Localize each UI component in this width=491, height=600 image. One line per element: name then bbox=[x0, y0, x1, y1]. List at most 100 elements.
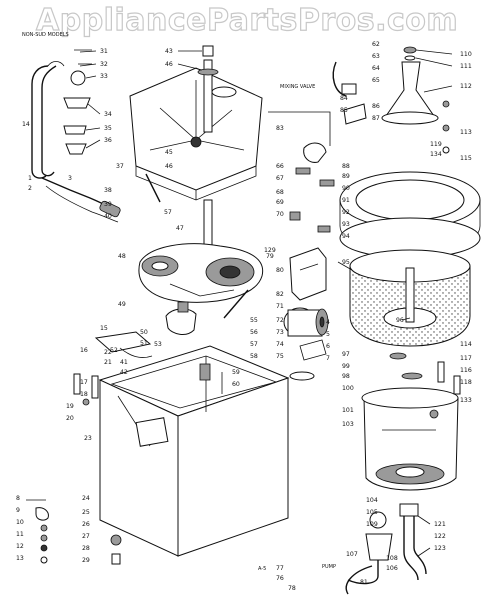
part-label-26: 26 bbox=[82, 521, 90, 528]
brace-rod bbox=[223, 289, 249, 319]
part-label-45: 45 bbox=[165, 149, 173, 156]
part-label-57-upper: 57 bbox=[164, 209, 172, 216]
note-non-sud-models: NON-SUD MODELS bbox=[22, 32, 69, 38]
part-label-82: 82 bbox=[276, 291, 284, 298]
mixing-valve-parts bbox=[268, 61, 367, 233]
part-label-72: 72 bbox=[276, 317, 284, 324]
part-label-56: 56 bbox=[250, 329, 258, 336]
part-label-117: 117 bbox=[460, 355, 472, 362]
part-label-76: 76 bbox=[276, 575, 284, 582]
part-label-43: 43 bbox=[165, 48, 173, 55]
drive-shaft-top bbox=[197, 45, 219, 133]
part-label-37: 37 bbox=[116, 163, 124, 170]
part-label-63: 63 bbox=[372, 53, 380, 60]
part-label-110: 110 bbox=[460, 51, 472, 58]
note-mixing-valve: MIXING VALVE bbox=[280, 84, 315, 90]
part-label-60: 60 bbox=[232, 381, 240, 388]
part-label-100: 100 bbox=[342, 385, 354, 392]
part-label-68: 68 bbox=[276, 189, 284, 196]
transmission bbox=[138, 199, 264, 335]
agitator bbox=[381, 46, 439, 125]
part-label-77: 77 bbox=[276, 565, 284, 572]
part-label-98: 98 bbox=[342, 373, 350, 380]
part-label-94: 94 bbox=[342, 233, 350, 240]
part-label-97: 97 bbox=[342, 351, 350, 358]
part-label-104: 104 bbox=[366, 497, 378, 504]
part-label-16: 16 bbox=[80, 347, 88, 354]
part-label-22: 22 bbox=[104, 349, 112, 356]
part-label-90: 90 bbox=[342, 185, 350, 192]
part-label-81: 81 bbox=[360, 579, 368, 586]
part-label-64: 64 bbox=[372, 65, 380, 72]
part-label-12: 12 bbox=[16, 543, 24, 550]
part-label-52: 52 bbox=[110, 347, 118, 354]
part-label-14: 14 bbox=[22, 121, 30, 128]
part-label-107: 107 bbox=[346, 551, 358, 558]
pump-assembly bbox=[345, 511, 393, 595]
part-label-122: 122 bbox=[434, 533, 446, 540]
pulley-bracket bbox=[73, 331, 153, 406]
part-label-46: 46 bbox=[165, 61, 173, 68]
part-label-6: 6 bbox=[326, 343, 330, 350]
part-label-21: 21 bbox=[104, 359, 112, 366]
part-label-85: 85 bbox=[340, 107, 348, 114]
pump-bracket bbox=[289, 247, 327, 301]
part-label-83: 83 bbox=[276, 125, 284, 132]
part-label-93: 93 bbox=[342, 221, 350, 228]
part-label-75: 75 bbox=[276, 353, 284, 360]
part-label-87: 87 bbox=[372, 115, 380, 122]
drain-hose bbox=[399, 503, 427, 581]
part-label-40: 40 bbox=[104, 213, 112, 220]
part-label-59: 59 bbox=[232, 369, 240, 376]
part-label-10: 10 bbox=[16, 519, 24, 526]
part-label-4: 4 bbox=[326, 319, 330, 326]
part-label-20: 20 bbox=[66, 415, 74, 422]
part-label-29: 29 bbox=[82, 557, 90, 564]
part-label-51: 51 bbox=[140, 340, 148, 347]
link-rod bbox=[145, 173, 161, 203]
part-number-labels: 31 32 33 14 34 35 36 1 2 3 37 38 39 57 4… bbox=[16, 41, 472, 592]
part-label-111: 111 bbox=[460, 63, 472, 70]
part-label-129: 129 bbox=[264, 247, 276, 254]
part-label-103: 103 bbox=[342, 421, 354, 428]
part-label-99: 99 bbox=[342, 363, 350, 370]
part-label-1: 1 bbox=[28, 175, 32, 182]
part-label-33: 33 bbox=[100, 73, 108, 80]
hose-assembly bbox=[31, 49, 121, 223]
part-label-116: 116 bbox=[460, 367, 472, 374]
part-label-80: 80 bbox=[276, 267, 284, 274]
watermark-text: AppliancePartsPros.com bbox=[36, 3, 458, 38]
part-label-23: 23 bbox=[84, 435, 92, 442]
outer-tub-lower bbox=[361, 387, 459, 491]
part-label-11: 11 bbox=[16, 531, 24, 538]
part-label-42: 42 bbox=[120, 369, 128, 376]
part-label-84: 84 bbox=[340, 95, 348, 102]
part-label-3: 3 bbox=[68, 175, 72, 182]
part-label-58: 58 bbox=[250, 353, 258, 360]
part-label-27: 27 bbox=[82, 533, 90, 540]
hardware-column bbox=[26, 499, 122, 565]
part-label-49: 49 bbox=[118, 301, 126, 308]
part-label-71: 71 bbox=[276, 303, 284, 310]
hardware-right bbox=[389, 100, 461, 419]
outer-tub-ring bbox=[339, 171, 481, 259]
part-label-79: 79 bbox=[266, 253, 274, 260]
part-label-57: 57 bbox=[250, 341, 258, 348]
float-ball bbox=[70, 70, 86, 86]
part-label-28: 28 bbox=[82, 545, 90, 552]
mounting-plate bbox=[129, 67, 263, 201]
part-label-92: 92 bbox=[342, 209, 350, 216]
part-label-108: 108 bbox=[386, 555, 398, 562]
part-label-112: 112 bbox=[460, 83, 472, 90]
part-label-36: 36 bbox=[104, 137, 112, 144]
part-label-74: 74 bbox=[276, 341, 284, 348]
part-label-17: 17 bbox=[80, 379, 88, 386]
leader-lines bbox=[79, 49, 453, 557]
part-label-35: 35 bbox=[104, 125, 112, 132]
part-label-55: 55 bbox=[250, 317, 258, 324]
wash-basket bbox=[349, 249, 471, 347]
part-label-62: 62 bbox=[372, 41, 380, 48]
part-label-38: 38 bbox=[104, 187, 112, 194]
part-label-13: 13 bbox=[16, 555, 24, 562]
